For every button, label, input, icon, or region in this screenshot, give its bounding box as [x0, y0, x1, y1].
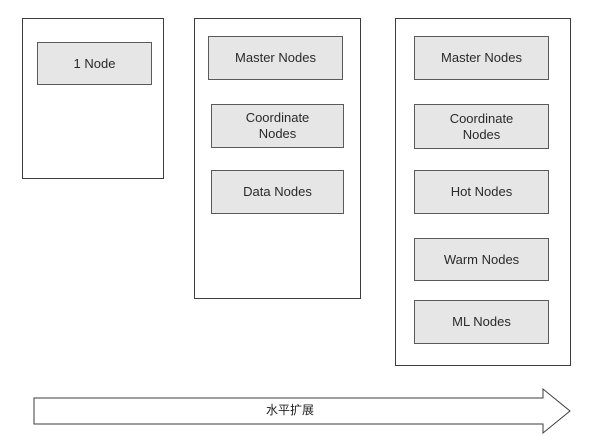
node-box: Master Nodes — [208, 36, 343, 80]
arrow-label: 水平扩展 — [265, 403, 314, 417]
node-box: 1 Node — [37, 42, 152, 85]
node-box: Coordinate Nodes — [414, 104, 549, 149]
scale-arrow — [33, 387, 571, 435]
node-box: ML Nodes — [414, 300, 549, 344]
node-box: Data Nodes — [211, 170, 344, 214]
arrow-shape — [33, 387, 571, 435]
node-box: Coordinate Nodes — [211, 104, 344, 148]
node-box: Hot Nodes — [414, 170, 549, 214]
node-box: Warm Nodes — [414, 238, 549, 281]
node-box: Master Nodes — [414, 36, 549, 80]
